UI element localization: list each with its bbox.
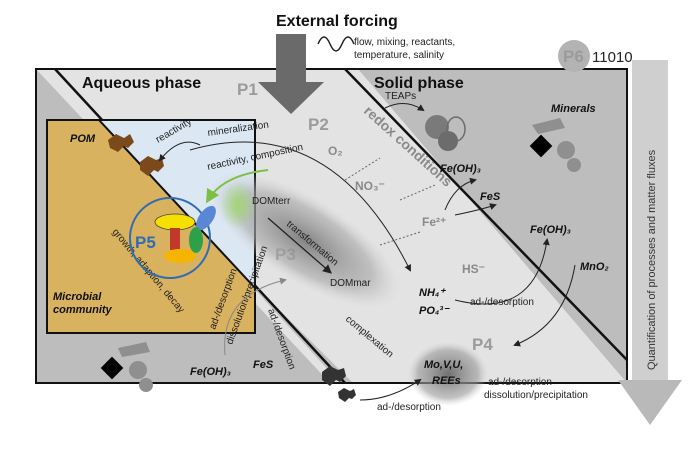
fe2-label: Fe²⁺ bbox=[422, 215, 446, 229]
dom-blob-icon bbox=[322, 366, 356, 402]
dom-terr-label: DOMterr bbox=[252, 196, 291, 207]
mno2-arrow bbox=[513, 264, 576, 347]
po4-label: PO₄³⁻ bbox=[419, 305, 450, 317]
fes-bottom-label: FeS bbox=[253, 359, 274, 371]
p6-code: 11010 bbox=[592, 49, 633, 66]
p6-label: P6 bbox=[563, 47, 584, 66]
dom-cloud bbox=[209, 171, 401, 309]
pom-icon bbox=[108, 134, 164, 176]
reactivity-composition-arrow bbox=[205, 169, 269, 204]
forcing-arrow bbox=[258, 34, 324, 114]
dom-mar-label: DOMmar bbox=[330, 278, 371, 289]
teaps-arrow bbox=[384, 103, 425, 112]
microbial-label-line2: community bbox=[53, 304, 113, 316]
forcing-drivers-line2: temperature, salinity bbox=[354, 50, 444, 61]
minerals-label: Minerals bbox=[551, 103, 596, 115]
reactivity-arrow bbox=[158, 141, 201, 162]
aqueous-phase-title: Aqueous phase bbox=[82, 75, 201, 92]
p6-badge bbox=[558, 40, 590, 72]
ad-desorption-center: ad-/desorption bbox=[470, 297, 534, 308]
microbe-icon bbox=[129, 197, 216, 279]
hs-label: HS⁻ bbox=[462, 262, 485, 276]
feoh3-top-label: Fe(OH)₃ bbox=[440, 163, 481, 175]
forcing-wave-icon bbox=[317, 36, 355, 52]
p5-label: P5 bbox=[135, 233, 156, 252]
mineral-pictogram-bottom-left bbox=[100, 342, 153, 392]
metals-cloud bbox=[408, 342, 488, 406]
bottom-left-arrow bbox=[224, 277, 287, 356]
feoh3-right-label: Fe(OH)₃ bbox=[530, 224, 571, 236]
p1-label: P1 bbox=[237, 80, 258, 99]
nh4-label: NH₄⁺ bbox=[419, 287, 446, 299]
feoh3-bottom-label: Fe(OH)₃ bbox=[190, 366, 231, 378]
redox-dotted-3 bbox=[379, 231, 421, 246]
quantification-arrow bbox=[618, 60, 682, 425]
pom-label: POM bbox=[70, 133, 96, 145]
metals-line1: Mo,V,U, bbox=[424, 359, 463, 371]
fe-arrow-1 bbox=[444, 177, 477, 211]
fes-top-label: FeS bbox=[480, 191, 501, 203]
forcing-title: External forcing bbox=[276, 13, 398, 30]
p2-label: P2 bbox=[308, 115, 329, 134]
redox-dotted-1 bbox=[344, 157, 381, 181]
forcing-drivers-line1: flow, mixing, reactants, bbox=[354, 37, 455, 48]
mno2-label: MnO₂ bbox=[580, 261, 609, 273]
metals-arrow bbox=[359, 378, 422, 401]
green-glow bbox=[220, 181, 256, 229]
o2-label: O₂ bbox=[328, 144, 343, 158]
ad-desorption-bottom: ad-/desorption bbox=[377, 402, 441, 413]
dissolution-precipitation-right: dissolution/precipitation bbox=[484, 390, 588, 401]
nutrient-arrow bbox=[454, 238, 550, 305]
no3-label: NO₃⁻ bbox=[355, 179, 385, 193]
mineral-pictogram-teaps bbox=[425, 115, 466, 151]
side-label: Quantification of processes and matter f… bbox=[646, 149, 658, 370]
microbial-label-line1: Microbial bbox=[53, 291, 102, 303]
mineralization-arrow bbox=[189, 141, 411, 272]
ad-desorption-right: ad-/desorption bbox=[488, 377, 552, 388]
solid-phase-title: Solid phase bbox=[374, 75, 464, 92]
metals-line2: REEs bbox=[432, 375, 461, 387]
fe-arrow-2 bbox=[454, 203, 497, 216]
transformation-arrow bbox=[267, 217, 332, 274]
solid-boundary bbox=[344, 68, 628, 361]
p4-label: P4 bbox=[472, 335, 493, 354]
teaps-label: TEAPs bbox=[385, 91, 416, 102]
